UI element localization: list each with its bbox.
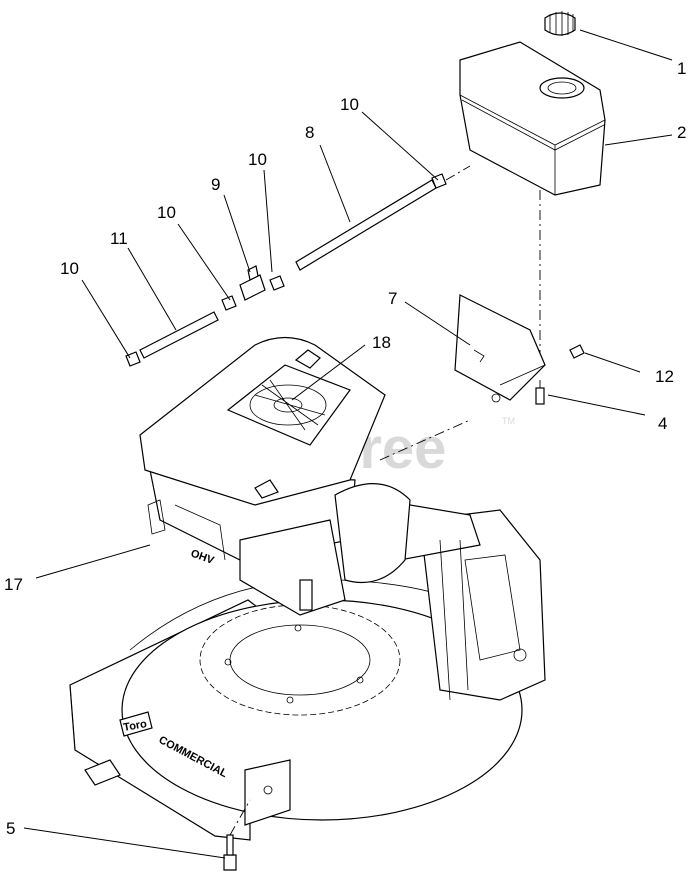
callout-10b: 10 — [248, 150, 267, 169]
engine-ohv-text: OHV — [189, 548, 216, 568]
callout-2: 2 — [677, 123, 686, 142]
bolt-5 — [223, 834, 237, 871]
leader-lines — [23, 29, 673, 859]
bolt-4 — [535, 387, 545, 405]
callout-17: 17 — [4, 575, 23, 594]
watermark-trademark: TM — [502, 416, 515, 426]
callout-1: 1 — [677, 59, 686, 78]
callout-10d: 10 — [60, 259, 79, 278]
tank-bracket — [454, 294, 546, 403]
engine-shroud — [139, 336, 386, 506]
fuel-cap — [544, 11, 576, 36]
callout-18: 18 — [372, 333, 391, 352]
dipstick-cap — [294, 349, 321, 369]
callout-10c: 10 — [157, 203, 176, 222]
callout-5: 5 — [6, 819, 15, 838]
callout-8: 8 — [305, 123, 314, 142]
fuel-tank — [459, 41, 606, 196]
callout-10a: 10 — [340, 95, 359, 114]
bolt-12 — [569, 344, 585, 359]
callouts: 1 2 4 5 7 8 9 10 10 10 10 11 12 17 18 — [4, 59, 686, 838]
deck-badge-text: Toro — [122, 718, 148, 734]
callout-4: 4 — [658, 414, 667, 433]
callout-12: 12 — [655, 367, 674, 386]
callout-7: 7 — [388, 289, 397, 308]
callout-11: 11 — [110, 229, 128, 248]
fuel-line-11 — [139, 311, 219, 359]
callout-9: 9 — [211, 175, 220, 194]
fuel-line-8 — [295, 179, 437, 271]
toro-badge — [119, 711, 153, 737]
